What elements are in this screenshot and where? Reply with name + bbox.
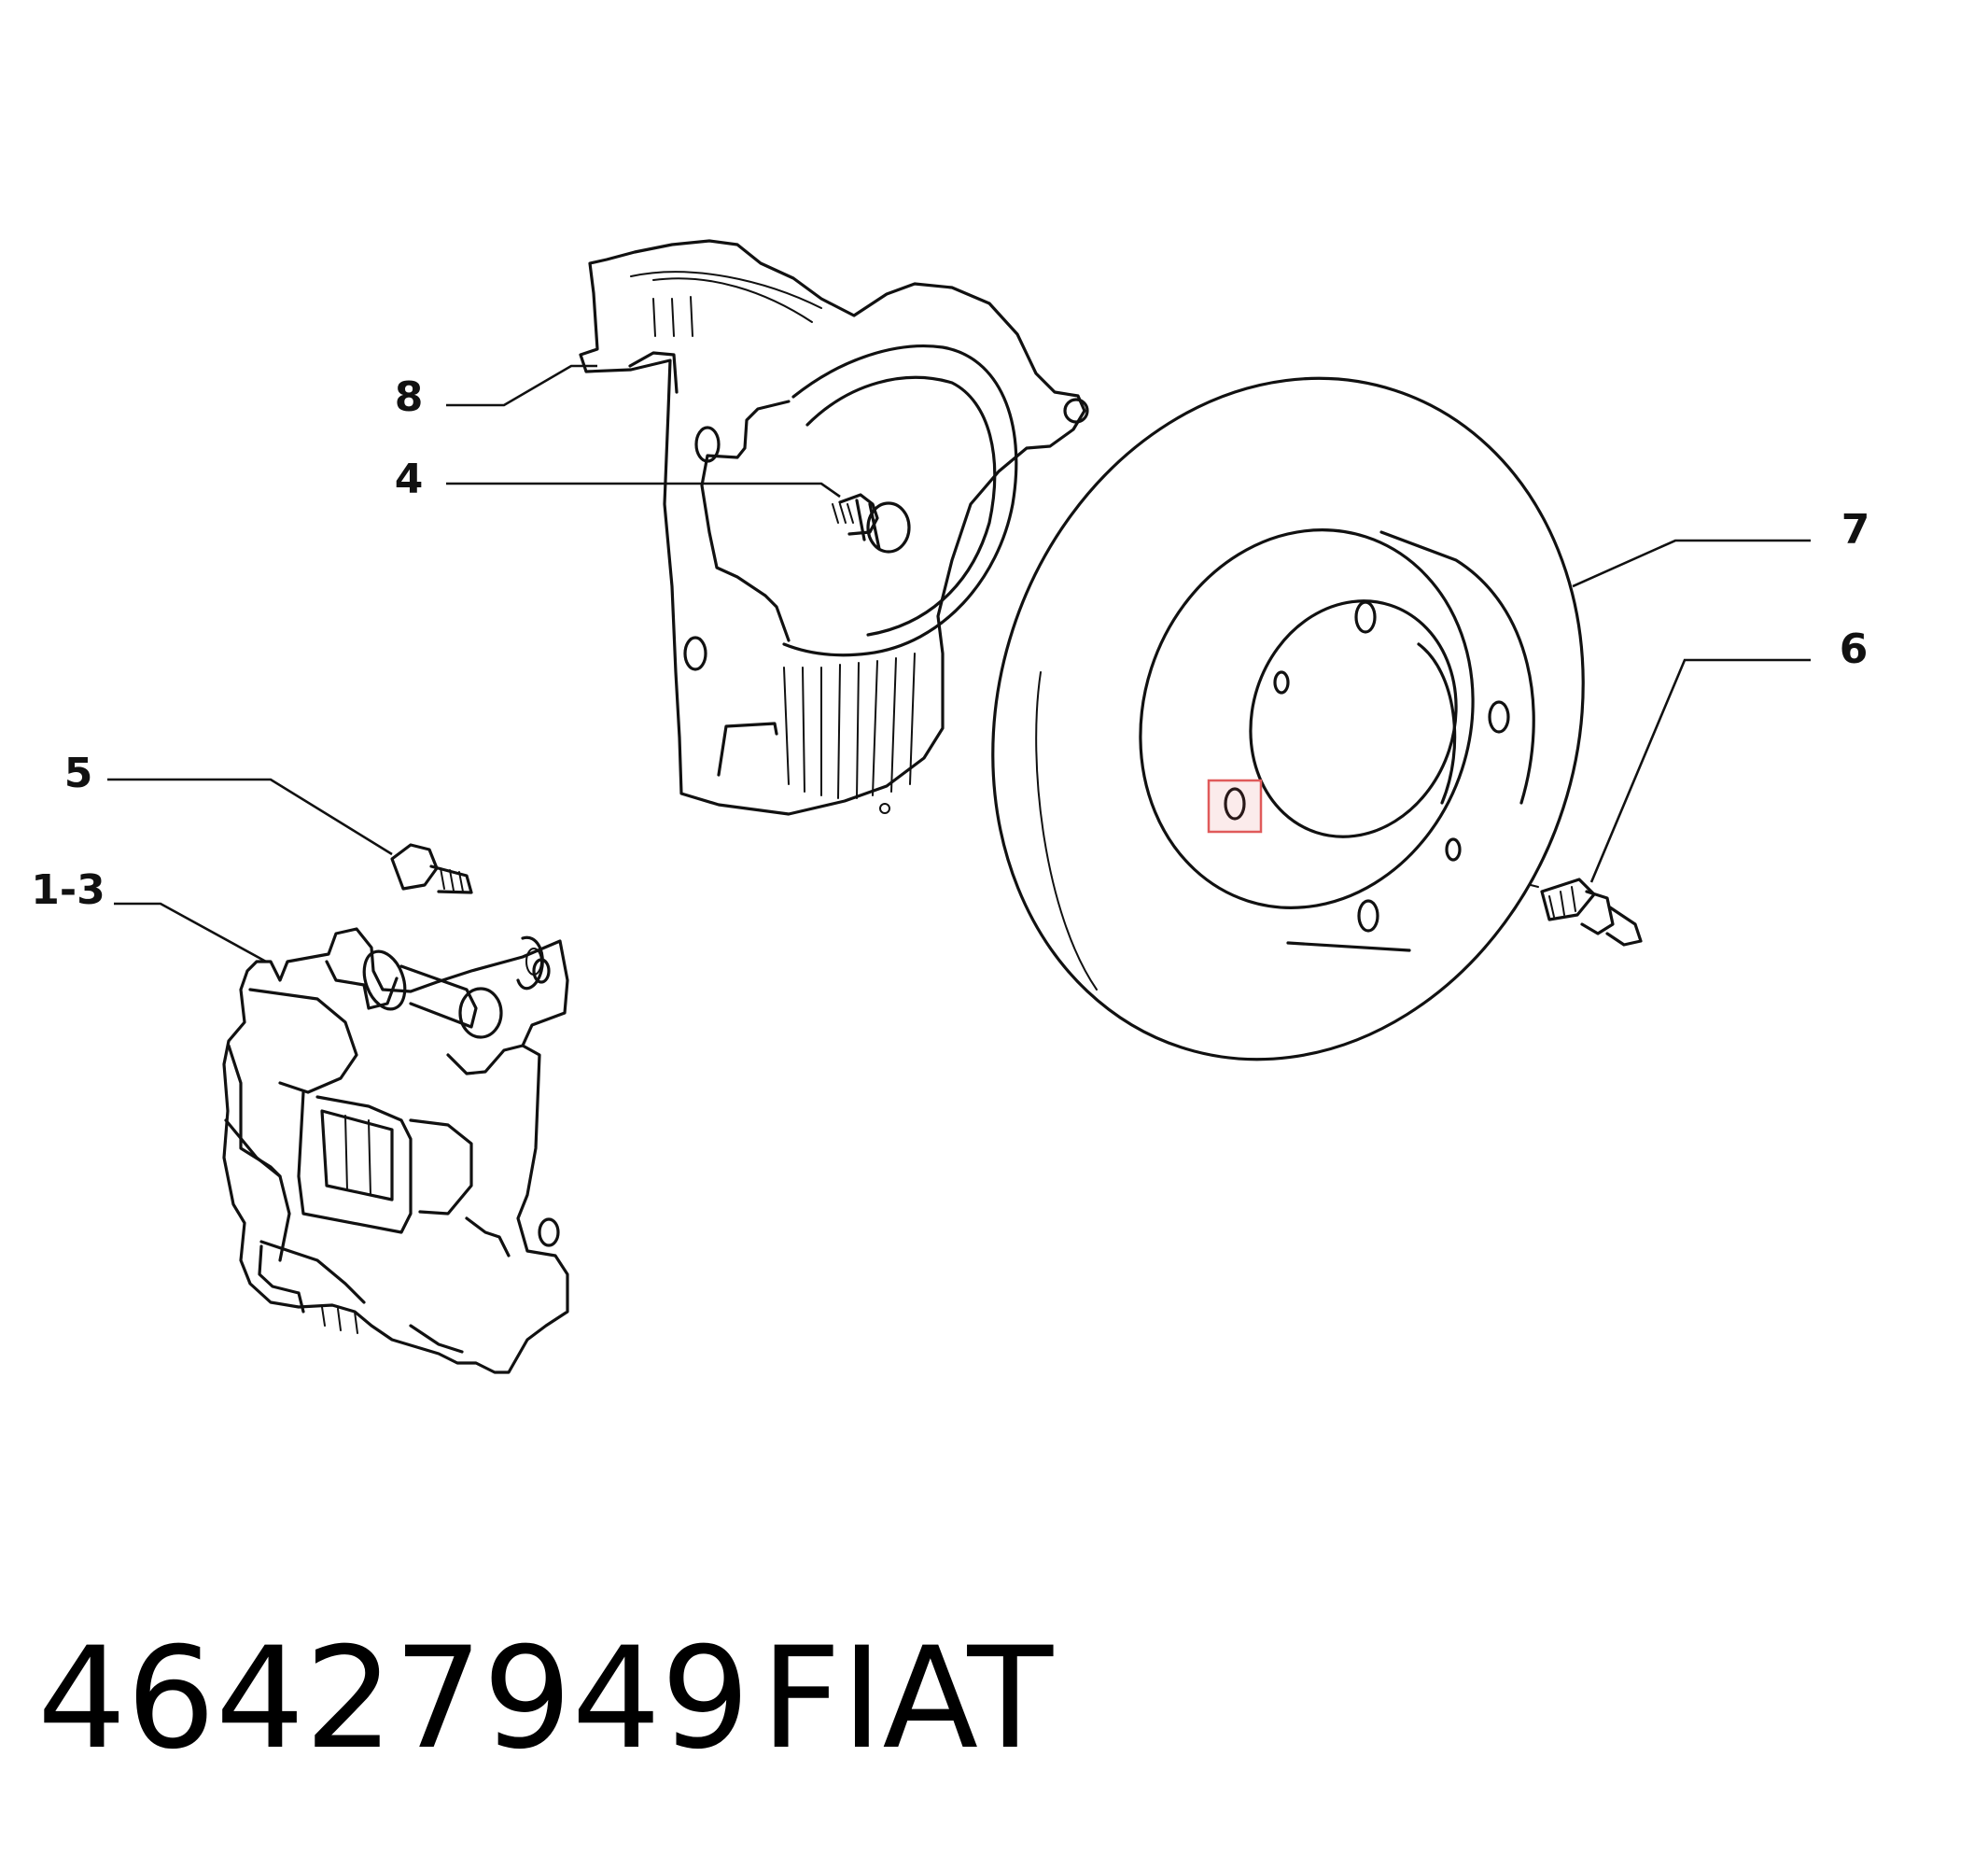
disc-screw — [1530, 878, 1643, 947]
callout-7: 7 — [1841, 506, 1870, 554]
callouts: 8 4 7 6 5 1-3 — [31, 373, 1869, 914]
shield-bolt — [832, 493, 911, 554]
highlight-box — [1207, 779, 1263, 834]
callout-1-3: 1-3 — [31, 866, 105, 914]
brake-disc — [991, 376, 1585, 1061]
brake-disc-bolt-hole — [1224, 787, 1246, 821]
dust-shield — [579, 239, 1089, 816]
callout-8: 8 — [395, 373, 424, 421]
brand-name: FIAT — [761, 1618, 1054, 1780]
leader-lines — [107, 364, 1811, 963]
caliper-bolt — [390, 843, 473, 894]
part-number: 46427949 — [37, 1618, 750, 1780]
brake-caliper — [222, 927, 569, 1374]
callout-6: 6 — [1840, 625, 1869, 673]
callout-4: 4 — [395, 456, 424, 503]
callout-5: 5 — [64, 750, 93, 797]
